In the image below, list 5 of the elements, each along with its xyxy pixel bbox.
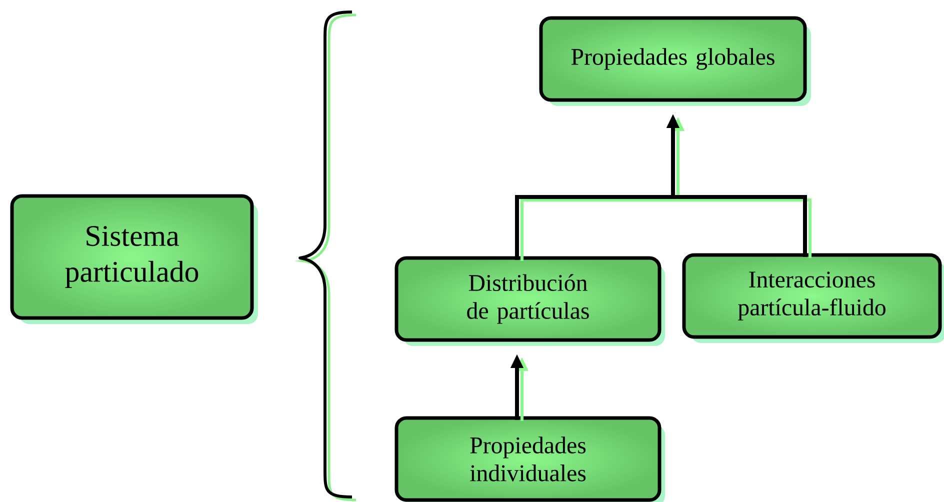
process-box: Sistema particulado bbox=[10, 194, 258, 324]
process-box: Propiedades individuales bbox=[394, 416, 665, 502]
process-box: Distribución de partículas bbox=[394, 256, 665, 346]
process-box: Interacciones partícula-fluido bbox=[682, 253, 944, 343]
process-box: Propiedades globales bbox=[539, 16, 811, 106]
